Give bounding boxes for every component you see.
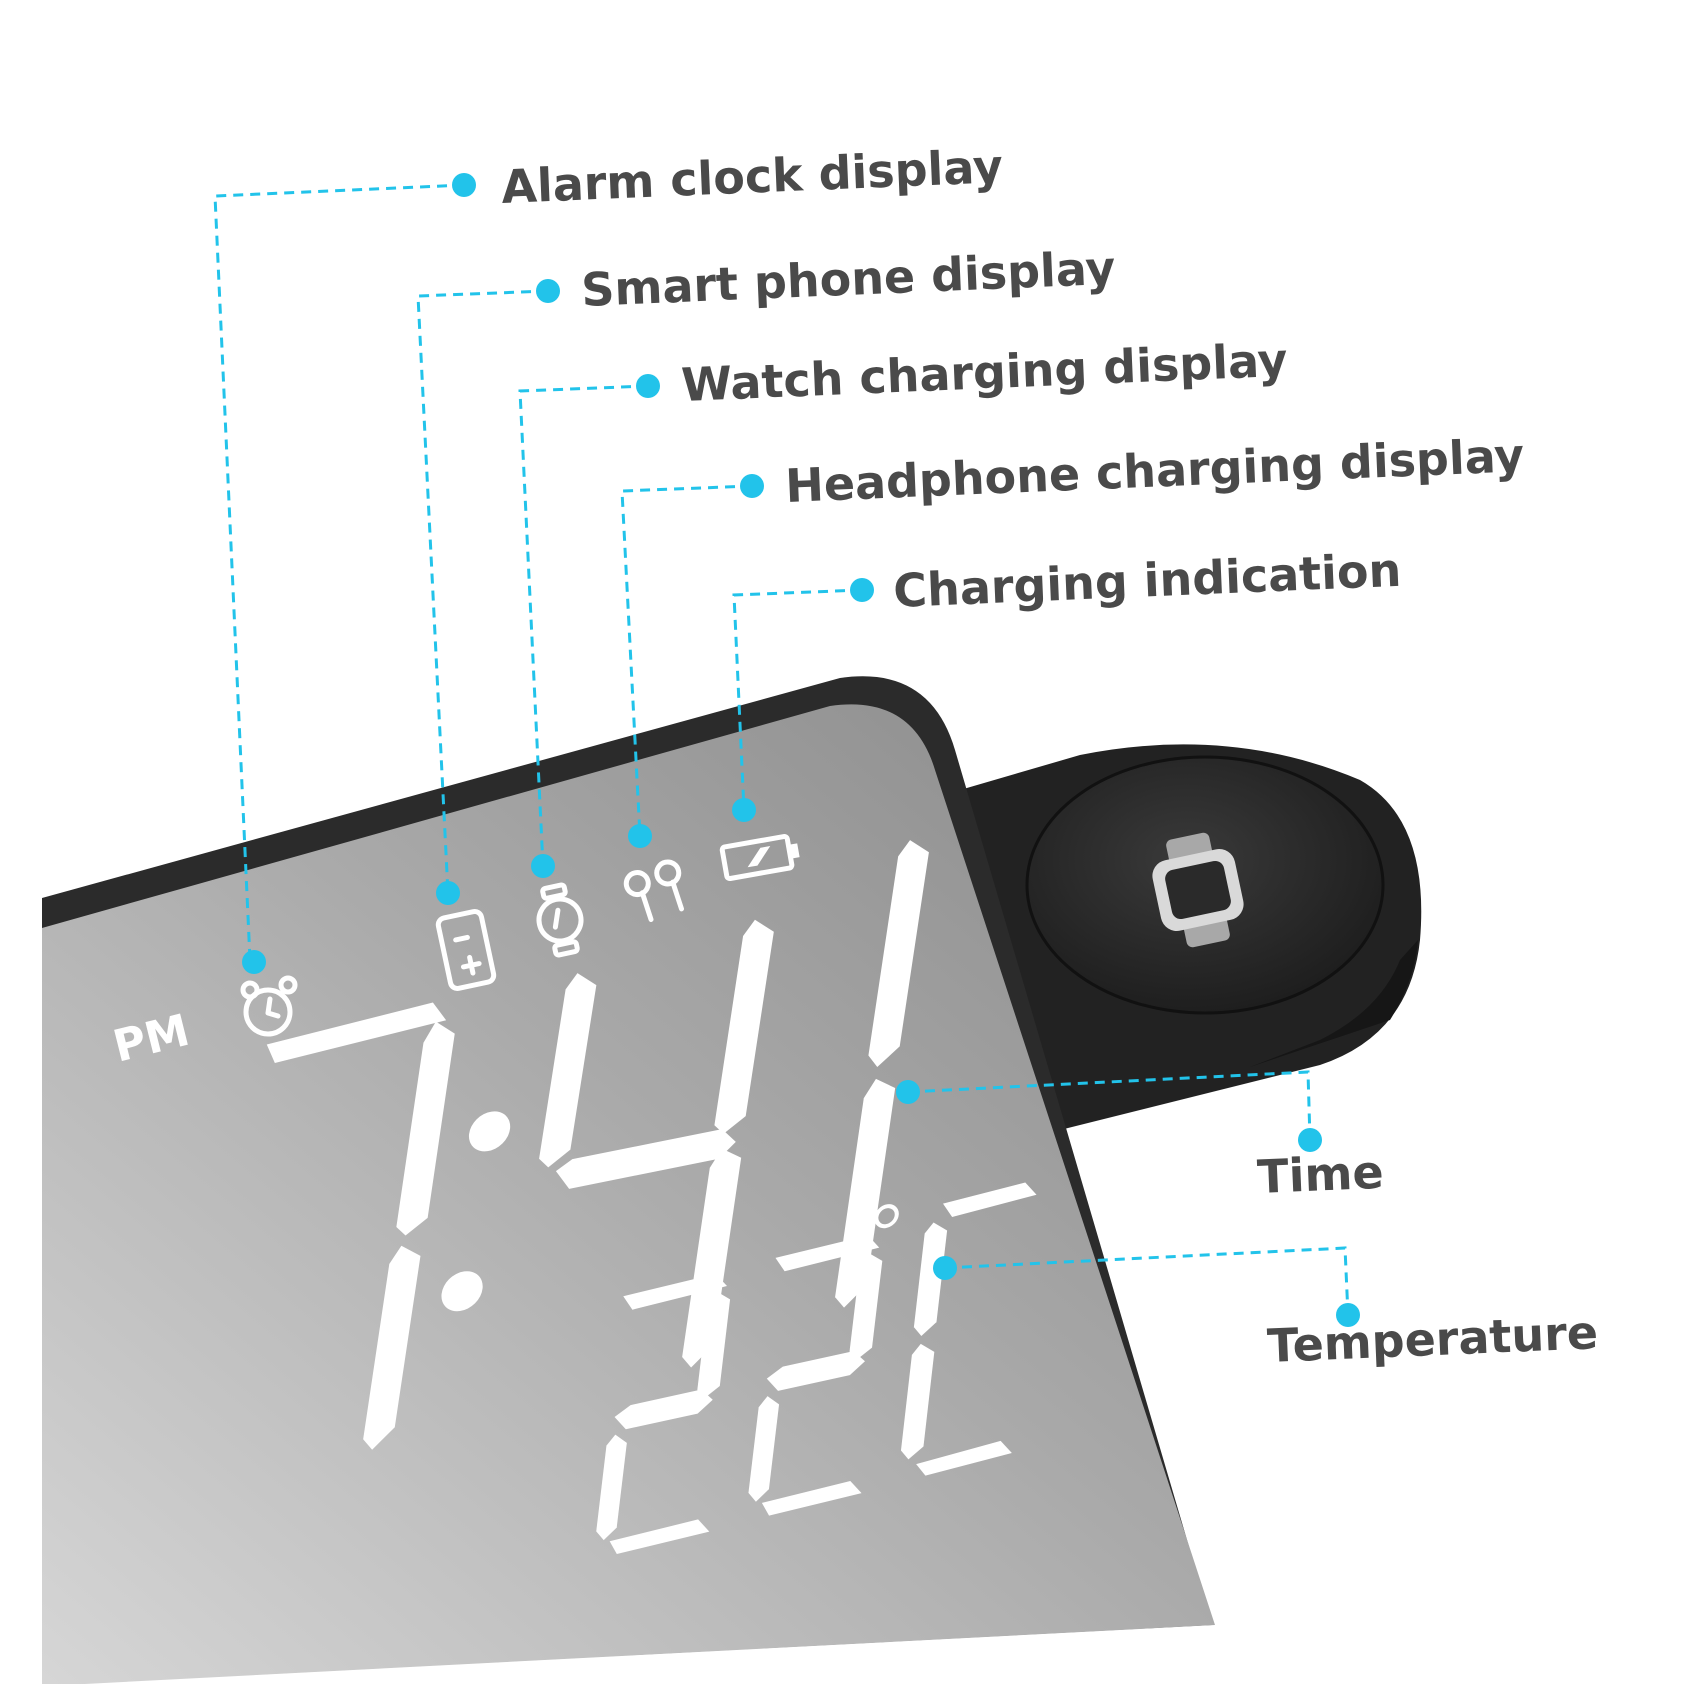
degree-symbol <box>874 1204 899 1229</box>
time-digit-7 <box>266 1002 455 1450</box>
temperature-unit-c <box>900 1182 1037 1476</box>
callout-watch-charging: Watch charging display <box>680 333 1288 412</box>
time-digits <box>266 840 929 1450</box>
watch-leader <box>518 384 649 867</box>
time-digit-4 <box>539 919 774 1368</box>
temperature-digit-2a <box>596 1273 731 1555</box>
callout-charging-indication: Charging indication <box>892 543 1402 618</box>
smartphone-icon <box>435 909 497 991</box>
temperature-leader <box>944 1246 1350 1316</box>
watch-charger-arm <box>960 744 1422 1150</box>
callout-smart-phone: Smart phone display <box>580 241 1116 317</box>
alarm-clock-icon <box>240 975 298 1037</box>
phone-leader <box>416 289 549 894</box>
battery-icon <box>719 834 800 882</box>
temperature-digit-2b <box>748 1235 883 1516</box>
callout-temperature: Temperature <box>1266 1305 1599 1373</box>
callout-alarm-clock: Alarm clock display <box>500 139 1004 214</box>
charging-leader <box>732 588 863 811</box>
time-leader <box>907 1070 1312 1141</box>
watch-charger-icon <box>1152 832 1244 948</box>
temperature-digits <box>596 1182 1037 1555</box>
watch-icon <box>536 882 584 958</box>
headphone-leader <box>620 484 753 837</box>
callout-leaders <box>213 173 1360 1327</box>
callout-headphone-charging: Headphone charging display <box>784 428 1525 513</box>
callout-time: Time <box>1256 1145 1384 1204</box>
earbuds-icon <box>623 859 685 922</box>
